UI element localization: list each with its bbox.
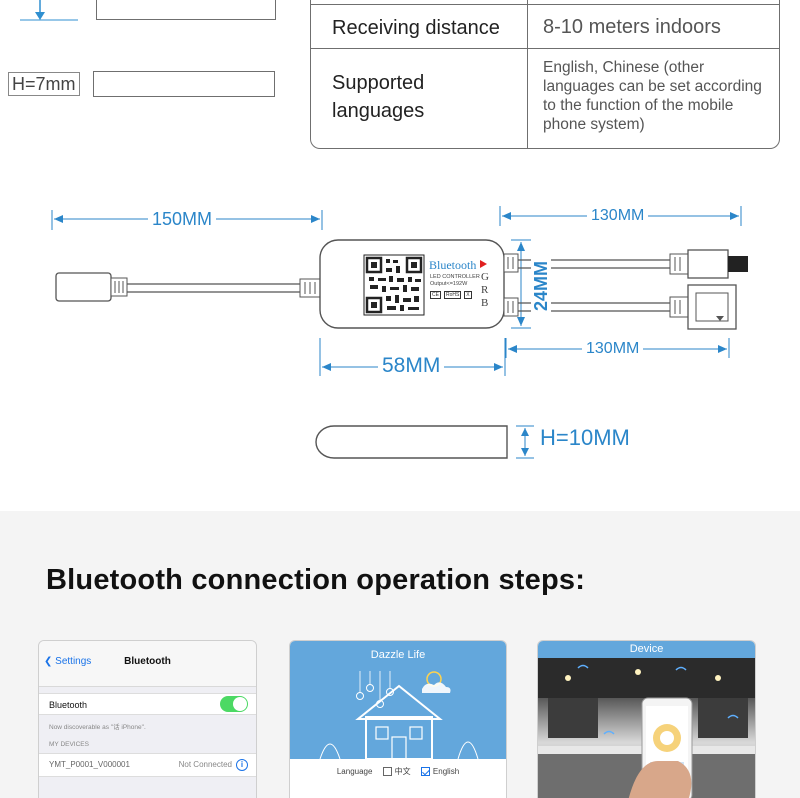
dim-58mm-label: 58MM [378, 355, 445, 376]
qr-code [363, 254, 425, 316]
spec-key-distance: Receiving distance [332, 17, 500, 39]
screen-device: Device [537, 640, 756, 798]
settings-back-label: Settings [55, 656, 92, 667]
device-row[interactable]: YMT_P0001_V000001 Not Connected i [39, 753, 256, 777]
chevron-left-icon: ❮ [44, 656, 53, 667]
ios-nav-bar: ❮ Settings Bluetooth [39, 641, 256, 687]
settings-back-button[interactable]: ❮ Settings [44, 656, 91, 667]
top-left-box-upper [96, 0, 276, 20]
channel-g-label: G [481, 271, 489, 283]
dim-24mm-label: 24MM [531, 256, 552, 316]
device-subtitle-text: LED CONTROLLER [430, 274, 480, 280]
device-status: Not Connected [178, 760, 232, 769]
steps-title: Bluetooth connection operation steps: [46, 564, 586, 596]
chinese-checkbox[interactable] [382, 767, 392, 777]
spec-row-divider [311, 48, 779, 49]
dazzle-header-area: Dazzle Life [290, 641, 506, 760]
house-illustration-icon [319, 671, 479, 760]
height-7mm-label: H=7mm [8, 72, 80, 96]
device-title: Device [629, 643, 664, 655]
english-checkbox[interactable] [420, 767, 430, 777]
device-header: Device [538, 641, 755, 658]
chinese-option-label: 中文 [394, 767, 411, 776]
info-icon[interactable]: i [236, 759, 248, 771]
screen-ios-bluetooth: ❮ Settings Bluetooth Bluetooth Now disco… [38, 640, 257, 798]
device-name: YMT_P0001_V000001 [49, 760, 130, 769]
rohs-mark: RoHS [443, 291, 462, 299]
controller-diagram [51, 206, 748, 459]
channel-r-label: R [481, 284, 489, 296]
kitchen-scene-illustration [538, 658, 755, 798]
my-devices-header: MY DEVICES [49, 741, 89, 748]
ios-nav-title: Bluetooth [124, 656, 171, 667]
device-output-text: Output<=192W [430, 281, 468, 287]
dim-130mm-top-label: 130MM [587, 206, 649, 226]
channel-b-label: B [481, 297, 489, 309]
device-certification-marks: CE RoHS X [430, 291, 472, 299]
spec-val-distance: 8-10 meters indoors [543, 16, 721, 38]
bluetooth-row-label: Bluetooth [49, 700, 88, 710]
ce-mark: CE [430, 291, 441, 299]
language-selector: Language 中文 English [290, 766, 506, 777]
weee-mark: X [464, 291, 472, 299]
top-left-box-lower [93, 71, 275, 97]
spec-table: Receiving distance 8-10 meters indoors S… [310, 0, 780, 149]
bluetooth-toggle-row[interactable]: Bluetooth [39, 693, 256, 715]
spec-col-divider [527, 0, 528, 148]
english-option-label: English [432, 767, 460, 776]
dim-130mm-bottom-label: 130MM [582, 339, 644, 359]
screen-dazzle-life: Dazzle Life Language 中文 English [289, 640, 507, 798]
device-brand-text: Bluetooth [429, 258, 477, 272]
spec-key-languages: Supported languages [332, 72, 425, 122]
dim-thickness-label: H=10MM [536, 427, 634, 449]
kitchen-photo [538, 658, 755, 798]
bluetooth-toggle[interactable] [220, 696, 248, 712]
spec-val-languages: English, Chinese (other languages can be… [543, 59, 762, 133]
discoverable-text: Now discoverable as "话 iPhone". [49, 724, 146, 731]
language-label: Language [336, 767, 373, 776]
dim-150mm-label: 150MM [148, 209, 217, 229]
dazzle-app-title: Dazzle Life [370, 649, 426, 661]
spec-row-top-border [311, 4, 779, 5]
top-left-dim-arrow [20, 0, 78, 21]
